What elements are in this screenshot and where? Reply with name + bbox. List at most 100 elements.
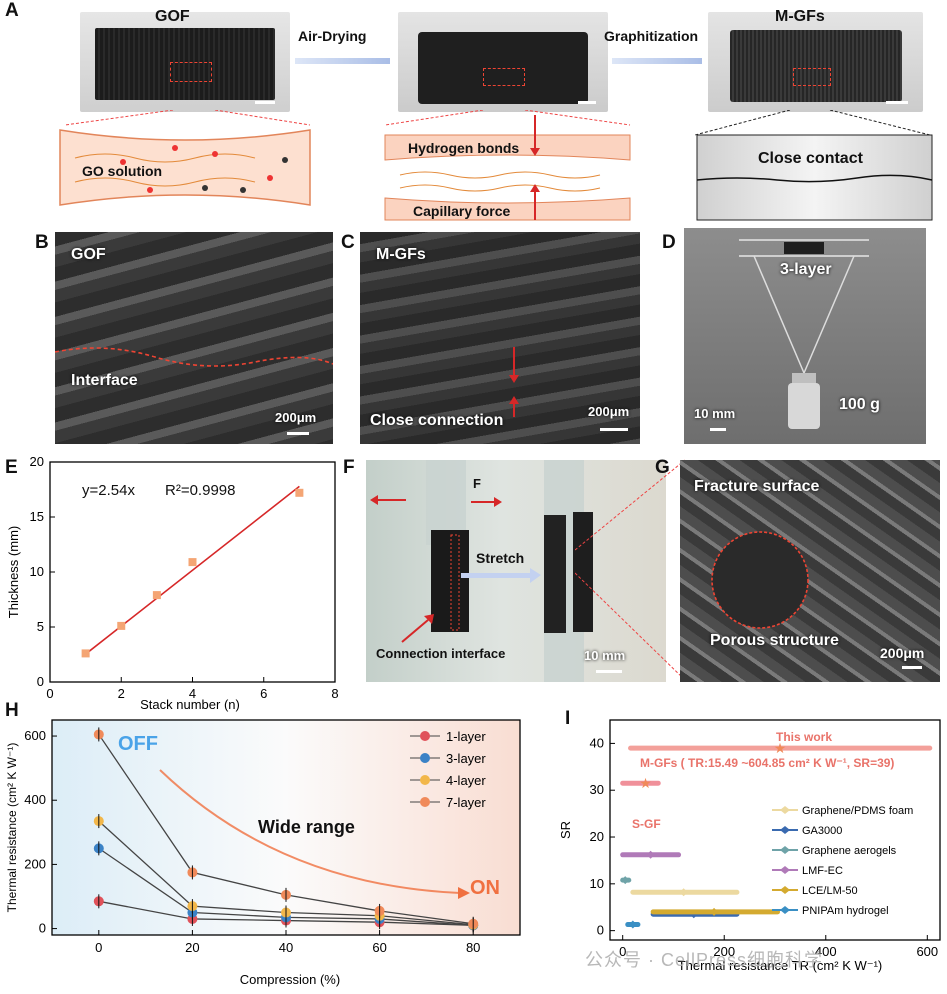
gof-photo xyxy=(80,12,290,112)
sem-image-mgfs: M-GFs Close connection 200μm xyxy=(360,232,640,444)
panel-label-d: D xyxy=(662,232,676,253)
chart-e-ytick-label: 5 xyxy=(37,619,44,634)
chart-h-ytick-label: 400 xyxy=(24,792,46,807)
chart-i-legend-marker xyxy=(780,866,790,874)
sem-b-scale: 200μm xyxy=(275,410,317,425)
porous-structure-label: Porous structure xyxy=(710,632,839,649)
stretch-label: Stretch xyxy=(476,550,525,566)
chart-i-legend-label: PNIPAm hydrogel xyxy=(802,905,889,917)
chart-i-ytick-label: 0 xyxy=(597,923,604,938)
chart-h-xtick-label: 40 xyxy=(279,940,293,955)
chart-e-xtick-label: 6 xyxy=(260,686,267,701)
chart-e-xtick-label: 0 xyxy=(46,686,53,701)
chart-e-xtick-label: 4 xyxy=(189,686,196,701)
chart-h: Thermal resistance (cm² K W⁻¹) Compressi… xyxy=(5,719,521,987)
panel-label-g: G xyxy=(655,457,670,478)
chart-e-point xyxy=(117,621,126,630)
mgfs-photo-label: M-GFs xyxy=(775,8,825,25)
chart-h-trend-arrowhead xyxy=(458,887,470,899)
sem-c-annotation: Close connection xyxy=(370,412,504,429)
dried-photo xyxy=(398,12,608,112)
force-label: F xyxy=(473,476,481,491)
chart-i-frame xyxy=(609,719,941,941)
panel-label-a: A xyxy=(5,0,19,21)
on-label: ON xyxy=(470,877,500,899)
chart-e-xlabel: Stack number (n) xyxy=(140,697,240,712)
chart-e-ytick-label: 0 xyxy=(37,674,44,689)
chart-e-xtick-label: 8 xyxy=(331,686,338,701)
air-drying-label: Air-Drying xyxy=(298,28,367,44)
chart-i-star-marker: ★ xyxy=(639,775,652,791)
chart-i-legend-marker xyxy=(780,846,790,854)
chart-i-legend-label: GA3000 xyxy=(802,825,842,837)
chart-i-xtick-label: 0 xyxy=(619,944,626,959)
chart-e-point xyxy=(81,649,90,658)
chart-e-ytick-label: 15 xyxy=(30,509,44,524)
chart-h-legend-label: 4-layer xyxy=(446,773,486,788)
chart-e-ytick-label: 20 xyxy=(30,454,44,469)
panel-label-h: H xyxy=(5,700,19,721)
chart-i-legend-marker xyxy=(780,806,790,814)
weight-photo: 3-layer 100 g 10 mm xyxy=(684,228,926,444)
weight-label: 100 g xyxy=(839,396,880,413)
sem-c-scale: 200μm xyxy=(588,404,630,419)
graphitization-arrow xyxy=(612,58,702,64)
chart-h-ytick-label: 600 xyxy=(24,728,46,743)
zoom-lines-fg xyxy=(575,459,686,681)
chart-i-xtick-label: 200 xyxy=(713,944,735,959)
gof-photo-label: GOF xyxy=(155,8,190,25)
chart-i-ytick-label: 30 xyxy=(590,782,604,797)
sem-b-interface: Interface xyxy=(71,372,138,389)
chart-e: Thickness (mm) Stack number (n) 0 2 4 6 8 0 5 1… xyxy=(6,454,339,712)
chart-e-ylabel: Thickness (mm) xyxy=(6,526,21,618)
chart-h-legend-label: 1-layer xyxy=(446,729,486,744)
panel-label-c: C xyxy=(341,232,355,253)
air-drying-arrow xyxy=(295,58,390,64)
chart-h-legend-marker xyxy=(420,731,430,741)
hydrogen-bonds-label: Hydrogen bonds xyxy=(408,140,520,156)
fracture-surface-label: Fracture surface xyxy=(694,478,820,495)
panel-a-schematics xyxy=(59,110,933,221)
fit-equation: y=2.54x xyxy=(82,482,135,499)
chart-h-xtick-label: 0 xyxy=(95,940,102,955)
wide-range-label: Wide range xyxy=(258,817,355,837)
chart-i-ylabel: SR xyxy=(558,821,573,839)
capillary-force-label: Capillary force xyxy=(413,203,511,219)
panel-label-f: F xyxy=(343,457,355,478)
chart-i-legend-label: LCE/LM-50 xyxy=(802,885,858,897)
chart-e-point xyxy=(188,558,197,567)
chart-e-ytick-label: 10 xyxy=(30,564,44,579)
go-solution-label: GO solution xyxy=(82,163,163,179)
stretch-photo-scale: 10 mm xyxy=(584,648,626,663)
chart-e-xtick-label: 2 xyxy=(118,686,125,701)
chart-h-ytick-label: 200 xyxy=(24,856,46,871)
graphitization-label: Graphitization xyxy=(604,28,699,44)
chart-i-marker xyxy=(710,907,719,916)
chart-i-legend-marker xyxy=(780,826,790,834)
chart-i-ytick-label: 10 xyxy=(590,876,604,891)
chart-i-marker xyxy=(646,850,655,859)
chart-h-legend-label: 3-layer xyxy=(446,751,486,766)
chart-h-legend-marker xyxy=(420,775,430,785)
panel-label-b: B xyxy=(35,232,49,253)
chart-e-point xyxy=(295,488,304,497)
mgfs-annotation: M-GFs ( TR:15.49 ~604.85 cm² K W⁻¹, SR=3… xyxy=(640,756,895,770)
chart-h-ylabel: Thermal resistance (cm² K W⁻¹) xyxy=(5,743,19,913)
chart-i-star-marker: ★ xyxy=(774,740,787,756)
sem-b-title: GOF xyxy=(71,246,106,263)
chart-h-legend-marker xyxy=(420,753,430,763)
chart-i-legend-label: Graphene/PDMS foam xyxy=(802,805,913,817)
chart-h-ytick-label: 0 xyxy=(39,921,46,936)
chart-i-legend-label: LMF-EC xyxy=(802,865,843,877)
panel-label-e: E xyxy=(5,457,18,478)
fit-r2: R²=0.9998 xyxy=(165,482,236,499)
connection-interface-label: Connection interface xyxy=(376,646,506,661)
chart-i-xlabel: Thermal resistance TR (cm² K W⁻¹) xyxy=(678,958,883,973)
chart-h-xtick-label: 60 xyxy=(372,940,386,955)
chart-h-xtick-label: 80 xyxy=(466,940,480,955)
chart-i-legend-marker xyxy=(780,886,790,894)
sem-image-gof: GOF Interface 200μm xyxy=(55,232,333,444)
chart-h-xlabel: Compression (%) xyxy=(240,972,340,987)
close-contact-label: Close contact xyxy=(758,150,863,167)
sgf-label: S-GF xyxy=(632,817,661,831)
